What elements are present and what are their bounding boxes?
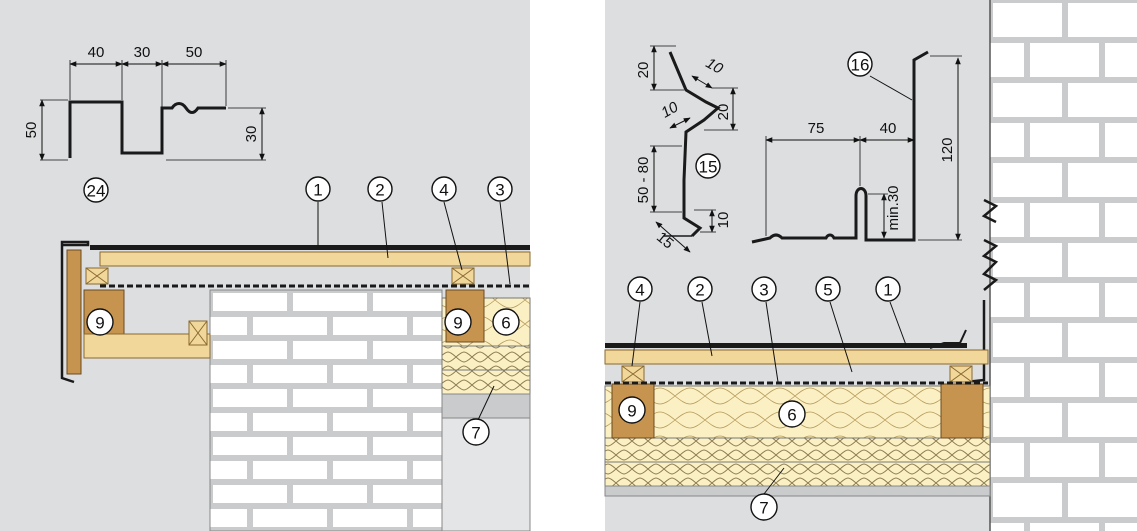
left-batten-1-cross — [85, 267, 109, 285]
callout-6-left: 6 — [501, 314, 510, 333]
callout-7-left-circle — [462, 418, 490, 446]
callout-3-left-circle — [487, 176, 513, 202]
callout-15: 15 — [699, 158, 718, 177]
profile-15-shape — [668, 51, 721, 238]
callout-1-left: 1 — [313, 181, 322, 200]
right-deck-board — [604, 349, 989, 365]
callout-16-circle — [847, 51, 873, 77]
callout-2-right: 2 — [695, 281, 704, 300]
callout-2-left: 2 — [375, 181, 384, 200]
callout-15-circle — [695, 153, 721, 179]
callout-9-left-a-circle — [86, 308, 114, 336]
right-insulation-lower — [604, 461, 991, 487]
callout-9-left-b: 9 — [453, 314, 462, 333]
dim-15-10a: 10 — [703, 55, 727, 78]
dim-16-min30: min.30 — [885, 185, 902, 230]
right-batten-1-cross — [621, 365, 645, 383]
left-drip-edge — [60, 240, 90, 384]
right-metal-roofing — [605, 343, 967, 348]
callout-2-right-circle — [687, 276, 713, 302]
right-batten-2-cross — [949, 365, 973, 383]
dim-15-20a: 20 — [635, 62, 652, 79]
callout-9-left-b-circle — [444, 308, 472, 336]
dim-24-30a: 30 — [134, 44, 151, 61]
left-insulation-lower — [441, 369, 531, 395]
dim-16-75: 75 — [808, 120, 825, 137]
dim-16-40: 40 — [880, 120, 897, 137]
profile-16-shape — [751, 50, 929, 244]
callout-3-left: 3 — [495, 181, 504, 200]
callout-5-right: 5 — [823, 281, 832, 300]
left-brick-wall — [209, 289, 443, 531]
callout-9-right-circle — [618, 396, 646, 424]
callout-4-right-circle — [627, 276, 653, 302]
callout-5-right-circle — [815, 276, 841, 302]
callout-1-right: 1 — [883, 281, 892, 300]
dim-16-120: 120 — [939, 137, 956, 162]
callout-7-right: 7 — [759, 499, 768, 518]
callout-7-right-circle — [750, 493, 778, 521]
right-wall-flashing — [981, 198, 999, 291]
dim-24-50b: 50 — [23, 122, 40, 139]
callout-6-left-circle — [492, 308, 520, 336]
left-joist-block-cross — [188, 320, 208, 346]
dim-15-20b: 20 — [715, 104, 732, 121]
callout-16: 16 — [851, 56, 870, 75]
callout-7-left: 7 — [471, 424, 480, 443]
dim-24-30b: 30 — [243, 126, 260, 143]
callout-6-right-circle — [778, 400, 806, 428]
right-rafter-b — [940, 383, 984, 439]
dim-24-50a: 50 — [186, 44, 203, 61]
left-ceiling-board — [441, 393, 531, 419]
dim-15-10b: 10 — [658, 98, 682, 121]
callout-4-left: 4 — [439, 181, 448, 200]
left-fascia-board — [66, 249, 82, 375]
callout-1-left-circle — [305, 176, 331, 202]
dim-15-10c: 10 — [715, 212, 732, 229]
dim-24-40: 40 — [88, 44, 105, 61]
callout-3-right-circle — [751, 276, 777, 302]
left-insulation-mid — [441, 345, 531, 371]
callout-24: 24 — [87, 182, 106, 201]
callout-9-left-a: 9 — [95, 314, 104, 333]
right-insulation-mid — [604, 437, 991, 463]
callout-6-right: 6 — [787, 406, 796, 425]
callout-2-left-circle — [367, 176, 393, 202]
left-batten-2-cross — [451, 267, 475, 285]
right-ceiling-board — [604, 485, 991, 497]
callout-1-right-circle — [875, 276, 901, 302]
callout-9-right: 9 — [627, 402, 636, 421]
right-brick-wall — [990, 0, 1137, 531]
left-deck-board — [99, 251, 531, 267]
callout-24-circle — [83, 177, 109, 203]
callout-4-left-circle — [431, 176, 457, 202]
left-metal-roofing — [90, 245, 530, 250]
dim-15-5080: 50 - 80 — [635, 157, 652, 204]
callout-4-right: 4 — [635, 281, 644, 300]
callout-3-right: 3 — [759, 281, 768, 300]
